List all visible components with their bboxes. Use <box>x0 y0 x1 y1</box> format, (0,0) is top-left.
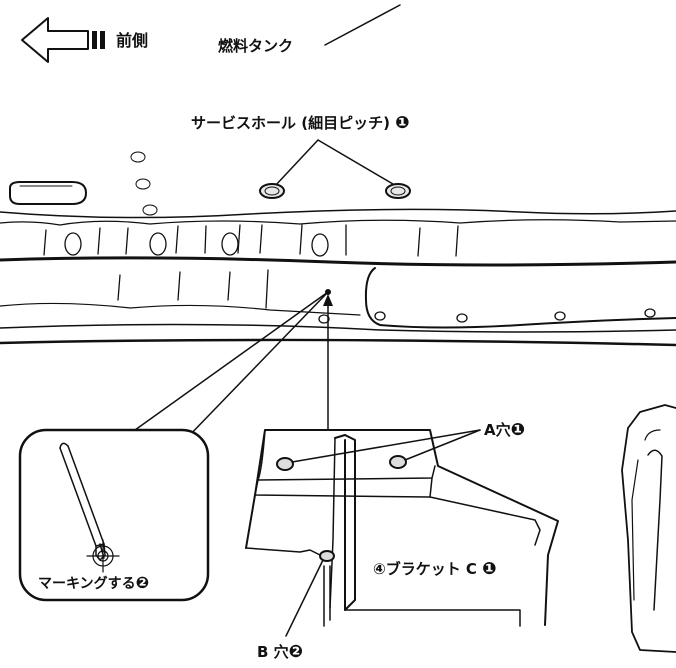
magnifier-bubble <box>18 428 210 602</box>
bracket-text: ④ブラケット C <box>373 560 477 578</box>
fuel-tank-label: 燃料タンク <box>218 37 294 55</box>
service-hole-leaders <box>273 139 399 188</box>
frame-rail <box>0 208 676 347</box>
magnifier-leaders <box>134 291 329 441</box>
rail-ovals <box>64 232 656 324</box>
plug-icon <box>9 181 87 205</box>
service-hole-icon <box>259 183 411 199</box>
hole-a-number: ❶ <box>510 420 526 440</box>
mark-target-icon <box>86 539 120 573</box>
service-hole-number: ❶ <box>395 113 410 133</box>
bracket-c <box>245 429 559 627</box>
hole-a-icon <box>276 455 407 471</box>
side-cover <box>621 404 676 653</box>
bracket-label: ④ブラケット C ❶ <box>373 558 497 579</box>
front-arrow-icon <box>21 17 105 63</box>
marking-number: ❷ <box>135 573 150 592</box>
marking-text: マーキングする <box>38 576 136 592</box>
hole-b-text: B 穴 <box>257 643 289 661</box>
service-hole-label: サービスホール (細目ピッチ) ❶ <box>191 112 410 133</box>
hole-a-label: A穴❶ <box>484 419 525 440</box>
bracket-number: ❶ <box>482 559 497 579</box>
hole-b-leader <box>285 559 324 637</box>
marking-label: マーキングする❷ <box>38 573 149 593</box>
service-hole-text: サービスホール (細目ピッチ) <box>191 114 390 132</box>
hole-a-leaders <box>291 429 481 463</box>
small-holes <box>130 151 158 216</box>
front-label: 前側 <box>116 31 149 50</box>
rail-ribs <box>43 224 459 309</box>
hole-a-text: A穴 <box>484 421 511 439</box>
fuel-tank-leader <box>324 4 401 46</box>
hole-b-icon <box>319 550 335 562</box>
hole-b-number: ❷ <box>288 642 304 662</box>
hole-b-label: B 穴❷ <box>257 641 303 662</box>
